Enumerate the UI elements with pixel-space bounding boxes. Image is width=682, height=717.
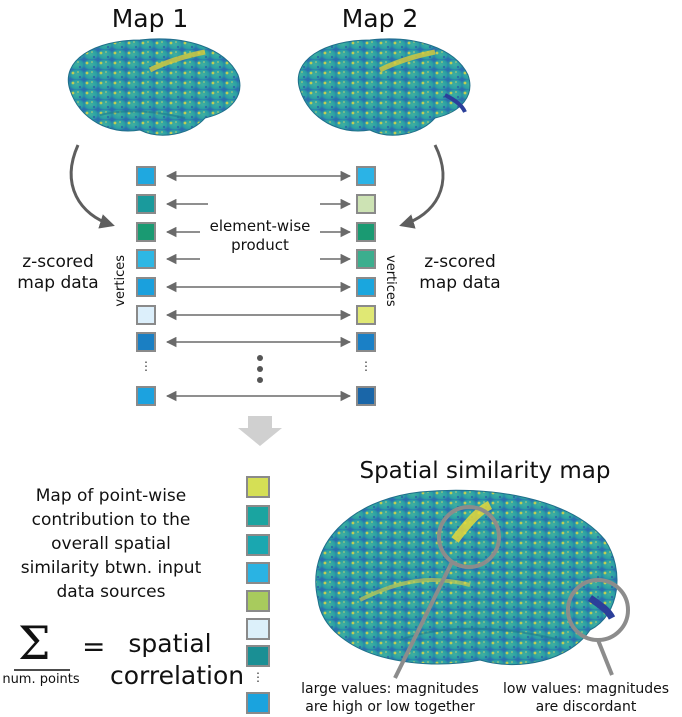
spatial-correlation-label: spatial correlation xyxy=(110,629,245,690)
left-ellipsis: ⋮ xyxy=(140,359,152,373)
result-cell-5 xyxy=(246,590,270,612)
left-cell-last xyxy=(136,386,156,406)
right-cell-2 xyxy=(356,194,376,214)
right-cell-3 xyxy=(356,222,376,242)
result-cell-3 xyxy=(246,534,270,556)
low-values-annotation: low values: magnitudes are discordant xyxy=(502,681,670,715)
magnifier-low xyxy=(566,578,630,676)
left-cell-6 xyxy=(136,305,156,325)
spatial-similarity-brain-image xyxy=(315,489,618,666)
result-cell-6 xyxy=(246,618,270,640)
right-cell-7 xyxy=(356,332,376,352)
result-cell-4 xyxy=(246,562,270,584)
right-ellipsis: ⋮ xyxy=(360,359,372,373)
right-cell-1 xyxy=(356,166,376,186)
curved-arrow-right xyxy=(399,144,445,229)
middle-dots xyxy=(257,355,263,383)
result-ellipsis: ⋮ xyxy=(252,670,264,684)
brain-map-1-image xyxy=(67,38,241,136)
result-cell-2 xyxy=(246,505,270,527)
spatial-similarity-map-title: Spatial similarity map xyxy=(359,458,611,484)
down-arrow-icon xyxy=(238,416,282,446)
result-cell-7 xyxy=(246,645,270,667)
map-2-title: Map 2 xyxy=(341,4,419,33)
left-cell-7 xyxy=(136,332,156,352)
sigma-symbol: Σ xyxy=(18,616,51,670)
left-cell-5 xyxy=(136,277,156,297)
element-wise-arrows xyxy=(165,170,352,402)
right-cell-last xyxy=(356,386,376,406)
magnifier-high xyxy=(393,505,501,679)
vertices-right-label: vertices xyxy=(383,255,398,307)
right-cell-6 xyxy=(356,305,376,325)
right-cell-5 xyxy=(356,277,376,297)
curved-arrow-left xyxy=(69,144,115,229)
map-1-title: Map 1 xyxy=(111,4,189,33)
result-cell-1 xyxy=(246,476,270,498)
result-cell-last xyxy=(246,692,270,714)
left-cell-4 xyxy=(136,249,156,269)
left-cell-3 xyxy=(136,222,156,242)
right-cell-4 xyxy=(356,249,376,269)
left-cell-2 xyxy=(136,194,156,214)
sum-denominator: num. points xyxy=(2,672,80,687)
brain-map-2-image xyxy=(297,38,471,136)
vertices-left-label: vertices xyxy=(113,255,128,307)
equals-sign: = xyxy=(82,630,106,663)
pointwise-description: Map of point-wise contribution to the ov… xyxy=(20,486,202,602)
left-cell-1 xyxy=(136,166,156,186)
large-values-annotation: large values: magnitudes are high or low… xyxy=(301,681,479,715)
